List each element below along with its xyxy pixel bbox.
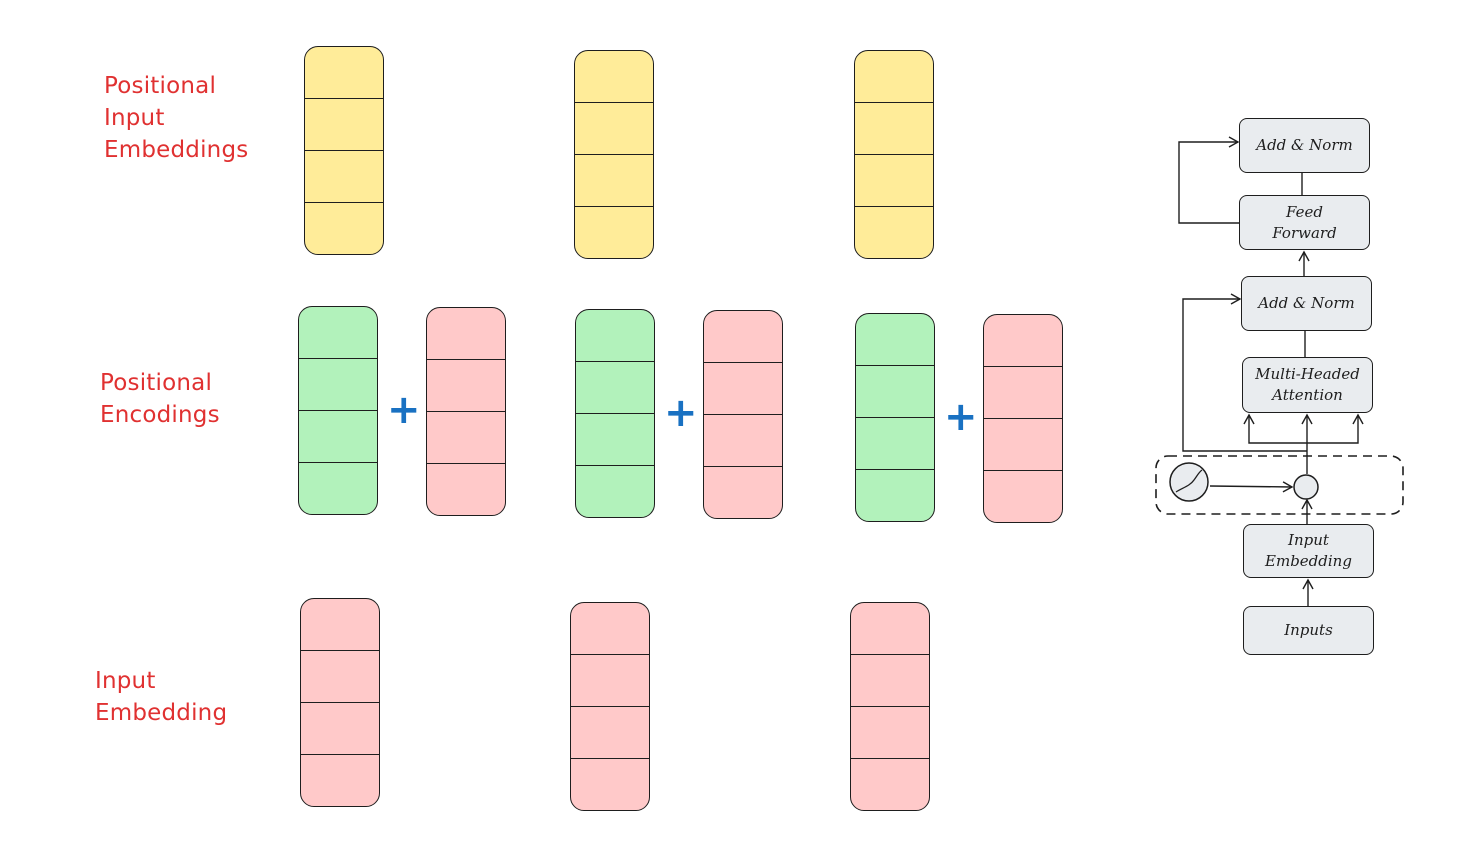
input-embedding-vector-1 [300,598,380,807]
positional-input-embedding-vector-2 [574,50,654,259]
positional-input-embedding-vector-1 [304,46,384,255]
multi-headed-attention-block: Multi-Headed Attention [1242,357,1373,413]
plus-sign-2: + [664,390,698,436]
embedding-vector-mid-2 [703,310,783,519]
positional-encoding-vector-3 [855,313,935,522]
input-embedding-vector-2 [570,602,650,811]
plus-sign-1: + [387,387,421,433]
feed-forward-block: Feed Forward [1239,195,1370,250]
add-norm-mid-block: Add & Norm [1241,276,1372,331]
inputs-block: Inputs [1243,606,1374,655]
positional-encoding-vector-1 [298,306,378,515]
label-positional-input-embeddings: Positional Input Embeddings [104,73,249,163]
embedding-vector-mid-1 [426,307,506,516]
positional-input-embedding-vector-3 [854,50,934,259]
plus-sign-3: + [944,394,978,440]
embedding-vector-mid-3 [983,314,1063,523]
arrow-attention-right-input [1307,413,1364,444]
input-embedding-vector-3 [850,602,930,811]
input-embedding-block: Input Embedding [1243,524,1374,578]
circle-node-icon [1293,474,1319,500]
positional-encoding-group-outline [1155,455,1404,515]
arrow-attention-left-input [1243,413,1307,444]
residual-arrow-1 [1182,293,1307,452]
sine-wave-icon [1169,462,1209,502]
residual-arrow-2 [1178,136,1240,224]
positional-encoding-vector-2 [575,309,655,518]
label-input-embedding: Input Embedding [95,668,228,726]
label-positional-encodings: Positional Encodings [100,370,220,428]
add-norm-top-block: Add & Norm [1239,118,1370,173]
arrow-sine-to-sum [1209,481,1294,493]
